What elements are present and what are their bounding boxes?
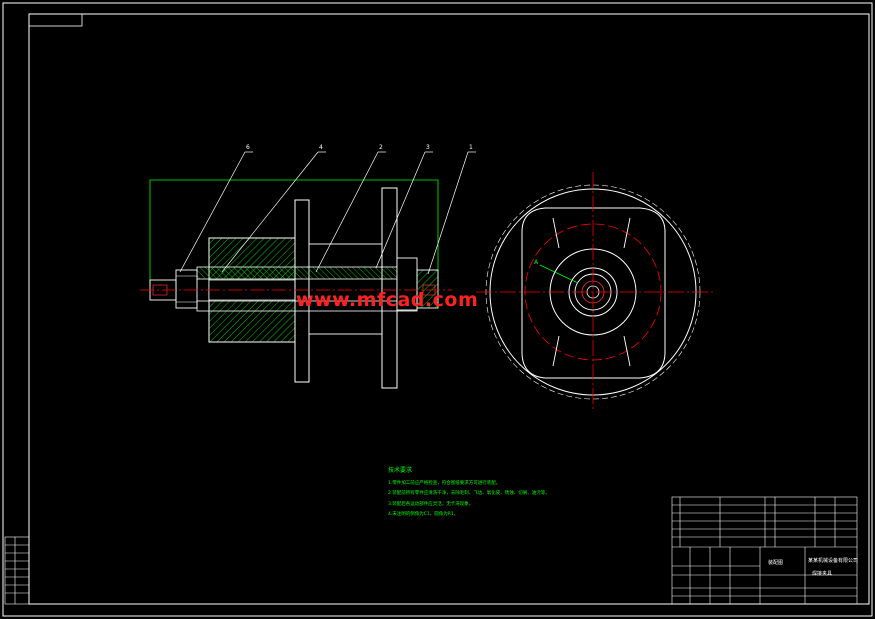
drawing-name: 焊接夹具 (812, 571, 833, 577)
drawing-frame (28, 13, 870, 605)
end-view (476, 172, 716, 410)
tech-requirement-item: 3.装配后各运动部件应灵活，无卡滞现象。 (388, 501, 474, 507)
balloon-6: 6 (246, 144, 250, 151)
tech-requirements-title: 技术要求 (388, 467, 413, 474)
section-label: A (534, 259, 539, 266)
section-view (140, 151, 476, 389)
balloon-1: 1 (469, 144, 473, 151)
tech-requirement-item: 4.未注明的倒角为C1，圆角为R1。 (388, 512, 459, 517)
balloon-3: 3 (426, 144, 430, 151)
tech-requirement-item: 1.零件加工前应严格检查，符合图纸要求方可进行装配。 (388, 480, 501, 486)
assembly-label: 装配图 (768, 560, 784, 566)
code-box (28, 13, 83, 27)
balloon-4: 4 (319, 144, 323, 151)
dimension-line (149, 179, 439, 285)
company-name: 某某机械设备有限公司 (808, 558, 859, 564)
left-side-table (4, 536, 30, 605)
title-block (671, 496, 858, 605)
watermark: www.mfcad.com (296, 289, 479, 311)
tech-requirement-item: 2.装配前所有零件应清洗干净，去除毛刺、飞边、氧化皮、锈蚀、切屑、油污等。 (388, 491, 550, 496)
tech-requirements: 技术要求 1.零件加工前应严格检查，符合图纸要求方可进行装配。 2.装配前所有零… (388, 466, 550, 521)
balloon-2: 2 (379, 144, 383, 151)
